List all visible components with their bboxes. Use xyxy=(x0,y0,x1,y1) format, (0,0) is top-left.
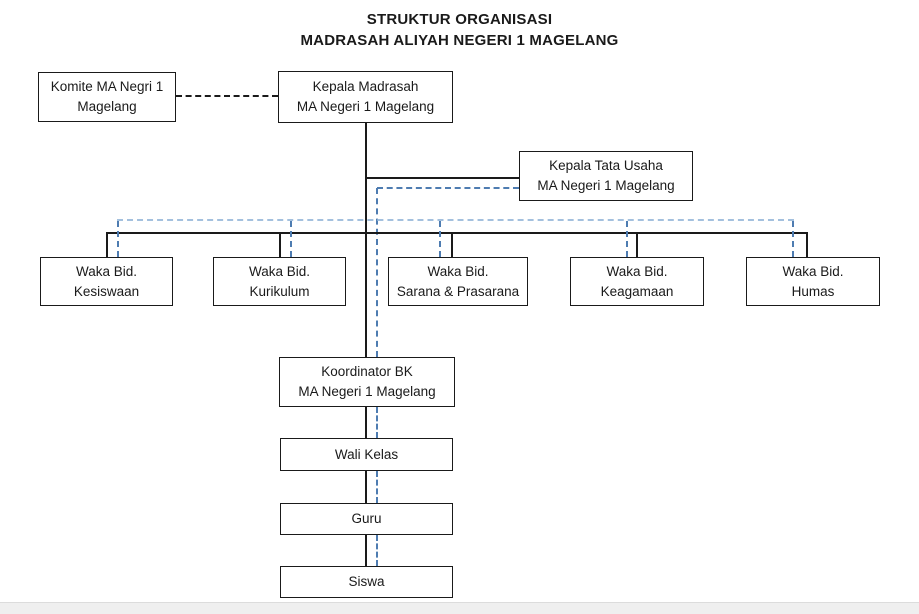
connector-waka-bus-solid xyxy=(106,232,808,234)
node-guru-line1: Guru xyxy=(351,511,382,526)
drop-dashed-kesiswaan xyxy=(117,221,119,257)
node-waka-sarana-line1: Waka Bid. xyxy=(427,263,489,279)
node-waka-keagamaan-line1: Waka Bid. xyxy=(606,263,668,279)
node-koordinator-bk: Koordinator BK MA Negeri 1 Magelang xyxy=(279,357,455,407)
connector-waka-bus-dashed xyxy=(117,219,794,221)
drop-dashed-kurikulum xyxy=(290,221,292,257)
connector-trunk-dashed xyxy=(376,188,378,357)
node-wali-kelas: Wali Kelas xyxy=(280,438,453,471)
drop-solid-sarana xyxy=(451,233,453,257)
node-kepala-madrasah-line2: MA Negeri 1 Magelang xyxy=(296,99,435,114)
node-kepala-madrasah: Kepala Madrasah MA Negeri 1 Magelang xyxy=(278,71,453,123)
connector-guru-siswa-dashed xyxy=(376,535,378,566)
connector-tatausaha-branch-dashed xyxy=(377,187,519,189)
node-wali-kelas-line1: Wali Kelas xyxy=(334,446,399,462)
node-kepala-madrasah-line1: Kepala Madrasah xyxy=(312,79,419,94)
node-waka-humas-line1: Waka Bid. xyxy=(782,263,844,279)
bottom-gray-strip xyxy=(0,602,919,614)
connector-bk-wali-dashed xyxy=(376,407,378,438)
node-waka-kurikulum: Waka Bid. Kurikulum xyxy=(213,257,346,306)
drop-solid-keagamaan xyxy=(636,233,638,257)
node-siswa-line1: Siswa xyxy=(348,574,385,589)
connector-guru-siswa-solid xyxy=(365,535,367,566)
node-komite-line2: Magelang xyxy=(77,99,137,114)
chart-title-line2: MADRASAH ALIYAH NEGERI 1 MAGELANG xyxy=(300,32,619,49)
node-komite: Komite MA Negri 1 Magelang xyxy=(38,72,176,122)
connector-bk-wali-solid xyxy=(365,407,367,438)
node-koordinator-bk-line2: MA Negeri 1 Magelang xyxy=(298,384,436,399)
drop-dashed-keagamaan xyxy=(626,221,628,257)
node-waka-keagamaan: Waka Bid. Keagamaan xyxy=(570,257,704,306)
node-waka-kesiswaan-line1: Waka Bid. xyxy=(75,263,138,279)
node-waka-humas: Waka Bid. Humas xyxy=(746,257,880,306)
node-kepala-tata-usaha-line1: Kepala Tata Usaha xyxy=(549,158,663,173)
connector-tatausaha-branch-solid xyxy=(366,177,519,179)
node-guru: Guru xyxy=(280,503,453,535)
node-waka-sarana-line2: Sarana & Prasarana xyxy=(396,283,520,299)
node-waka-kesiswaan-line2: Kesiswaan xyxy=(73,283,140,299)
node-waka-kurikulum-line1: Waka Bid. xyxy=(248,263,311,279)
node-kepala-tata-usaha: Kepala Tata Usaha MA Negeri 1 Magelang xyxy=(519,151,693,201)
node-waka-sarana: Waka Bid. Sarana & Prasarana xyxy=(388,257,528,306)
node-koordinator-bk-line1: Koordinator BK xyxy=(321,364,413,379)
drop-dashed-humas xyxy=(792,221,794,257)
node-waka-kurikulum-line2: Kurikulum xyxy=(249,283,310,299)
node-kepala-tata-usaha-line2: MA Negeri 1 Magelang xyxy=(537,178,675,193)
drop-solid-kesiswaan xyxy=(106,233,108,257)
drop-dashed-sarana xyxy=(439,221,441,257)
node-komite-line1: Komite MA Negri 1 xyxy=(50,79,164,94)
drop-solid-humas xyxy=(806,233,808,257)
connector-wali-guru-solid xyxy=(365,471,367,503)
node-waka-keagamaan-line2: Keagamaan xyxy=(600,283,674,299)
drop-solid-kurikulum xyxy=(279,233,281,257)
node-waka-humas-line2: Humas xyxy=(791,283,835,299)
connector-komite-kepala-dashed xyxy=(176,95,278,97)
chart-title-line1: STRUKTUR ORGANISASI xyxy=(366,11,553,28)
node-siswa: Siswa xyxy=(280,566,453,598)
connector-trunk-solid xyxy=(365,123,367,357)
connector-wali-guru-dashed xyxy=(376,471,378,503)
node-waka-kesiswaan: Waka Bid. Kesiswaan xyxy=(40,257,173,306)
